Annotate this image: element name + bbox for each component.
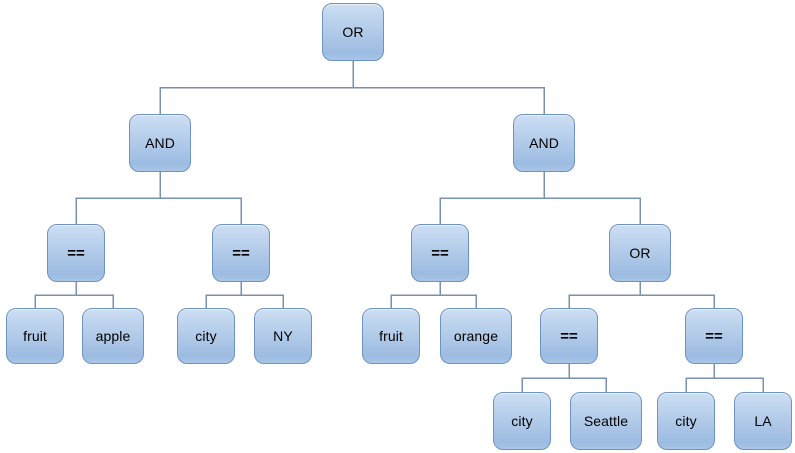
tree-node-label: Seattle — [583, 413, 629, 429]
tree-node-label: == — [705, 327, 723, 345]
tree-node-label: OR — [629, 245, 651, 261]
tree-node-label: LA — [754, 413, 772, 429]
tree-node-label: city — [511, 413, 533, 429]
tree-node-n3[interactable]: == — [47, 224, 105, 282]
tree-node-n5[interactable]: == — [411, 224, 469, 282]
tree-node-label: == — [560, 327, 578, 345]
tree-node-label: city — [195, 328, 217, 344]
tree-node-n14[interactable]: == — [685, 308, 743, 364]
tree-node-n17[interactable]: city — [657, 392, 715, 450]
tree-node-n13[interactable]: == — [540, 308, 598, 364]
tree-node-label: orange — [453, 328, 499, 344]
tree-node-label: city — [675, 413, 697, 429]
tree-node-label: == — [431, 244, 449, 262]
tree-node-n8[interactable]: apple — [82, 308, 144, 364]
tree-node-label: NY — [273, 328, 293, 344]
tree-node-n1[interactable]: AND — [129, 114, 191, 172]
tree-node-n9[interactable]: city — [177, 308, 235, 364]
tree-node-n12[interactable]: orange — [440, 308, 512, 364]
tree-node-n10[interactable]: NY — [254, 308, 312, 364]
tree-node-n18[interactable]: LA — [734, 392, 792, 450]
tree-node-n11[interactable]: fruit — [362, 308, 420, 364]
tree-node-label: == — [232, 244, 250, 262]
tree-node-n15[interactable]: city — [493, 392, 551, 450]
tree-node-n2[interactable]: AND — [513, 114, 575, 172]
tree-node-n7[interactable]: fruit — [6, 308, 64, 364]
tree-node-n4[interactable]: == — [212, 224, 270, 282]
tree-node-label: == — [67, 244, 85, 262]
tree-node-label: AND — [529, 135, 559, 151]
tree-node-n0[interactable]: OR — [322, 3, 384, 61]
tree-node-label: apple — [95, 328, 131, 344]
tree-node-label: OR — [342, 24, 364, 40]
tree-node-label: fruit — [23, 328, 47, 344]
tree-node-n6[interactable]: OR — [609, 224, 671, 282]
tree-node-n16[interactable]: Seattle — [570, 392, 642, 450]
tree-node-label: AND — [145, 135, 175, 151]
tree-node-label: fruit — [379, 328, 403, 344]
